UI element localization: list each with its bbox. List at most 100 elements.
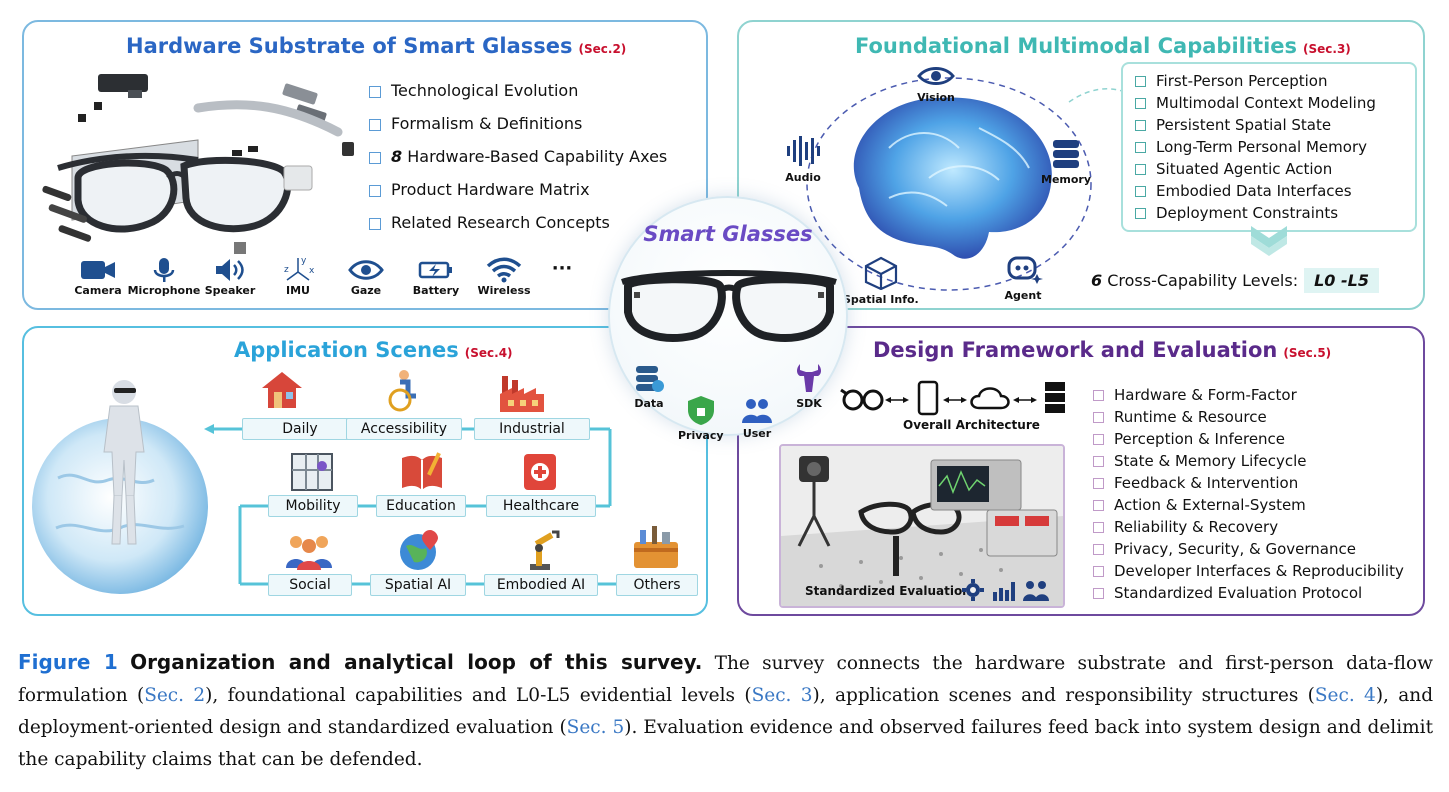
social-group-icon <box>286 536 332 570</box>
list-item: Hardware & Form-Factor <box>1093 384 1404 406</box>
imu-axes-icon: zyx <box>284 256 315 281</box>
factory-icon <box>500 376 544 412</box>
checkbox-icon <box>369 217 381 230</box>
figure-caption: Figure 1 Organization and analytical loo… <box>18 650 1434 770</box>
sensor-battery: Battery <box>396 256 476 297</box>
list-item: Formalism & Definitions <box>369 107 667 140</box>
shield-icon <box>687 396 714 425</box>
scene-daily: Daily <box>242 418 358 440</box>
checkbox-icon <box>1135 164 1146 175</box>
list-item: Developer Interfaces & Reproducibility <box>1093 560 1404 582</box>
hub-user: User <box>740 396 774 440</box>
data-storage-icon <box>636 366 664 392</box>
book-icon <box>402 452 442 490</box>
checkbox-icon <box>1135 186 1146 197</box>
wheelchair-icon <box>388 370 416 412</box>
foundational-title: Foundational Multimodal Capabilities(Sec… <box>855 34 1351 58</box>
ring-audio: Audio <box>783 134 823 184</box>
figure-label: Figure 1 <box>18 650 118 674</box>
robot-arm-icon <box>530 530 560 570</box>
checkbox-icon <box>1093 522 1104 533</box>
wifi-icon <box>486 257 522 283</box>
list-item: Multimodal Context Modeling <box>1135 92 1376 114</box>
ring-vision: Vision <box>916 64 956 104</box>
sensor-speaker: Speaker <box>190 256 270 297</box>
figure-title: Organization and analytical loop of this… <box>130 650 703 674</box>
ref-sec4[interactable]: Sec. 4 <box>1314 685 1376 706</box>
list-item: Product Hardware Matrix <box>369 173 667 206</box>
design-title: Design Framework and Evaluation(Sec.5) <box>873 338 1332 362</box>
audio-waveform-icon <box>787 136 820 166</box>
smart-glasses-hub: Smart Glasses Data Privacy User SDK <box>608 196 848 442</box>
list-item: Reliability & Recovery <box>1093 516 1404 538</box>
ref-sec2[interactable]: Sec. 2 <box>144 685 206 706</box>
wrench-sdk-icon <box>797 364 821 392</box>
foundational-capability-list: First-Person Perception Multimodal Conte… <box>1135 70 1376 224</box>
foundational-capability-box: First-Person Perception Multimodal Conte… <box>1121 62 1417 232</box>
ref-sec5[interactable]: Sec. 5 <box>566 717 625 738</box>
design-sec-ref: (Sec.5) <box>1283 346 1332 360</box>
design-panel: Design Framework and Evaluation(Sec.5) O… <box>737 326 1425 616</box>
architecture-diagram <box>840 380 1065 416</box>
architecture-label: Overall Architecture <box>903 418 1040 432</box>
hardware-panel: Hardware Substrate of Smart Glasses(Sec.… <box>22 20 708 310</box>
scene-others: Others <box>616 574 698 596</box>
map-icon <box>291 453 333 491</box>
list-item: Embodied Data Interfaces <box>1135 180 1376 202</box>
hub-privacy: Privacy <box>678 394 724 442</box>
checkbox-icon <box>1093 588 1104 599</box>
checkbox-icon <box>1135 98 1146 109</box>
sensor-gaze: Gaze <box>326 256 406 297</box>
scene-spatial-ai: Spatial AI <box>370 574 466 596</box>
list-item: Feedback & Intervention <box>1093 472 1404 494</box>
evaluation-setup-box: Standardized Evaluation <box>779 444 1065 608</box>
battery-icon <box>418 261 452 279</box>
settings-gear-icon <box>962 579 984 601</box>
list-item: State & Memory Lifecycle <box>1093 450 1404 472</box>
application-sec-ref: (Sec.4) <box>464 346 513 360</box>
foundational-sec-ref: (Sec.3) <box>1303 42 1351 56</box>
sensor-camera: Camera <box>58 256 138 297</box>
scene-flow-connectors <box>204 424 624 586</box>
checkbox-icon <box>1093 544 1104 555</box>
speaker-icon <box>216 259 244 281</box>
checkbox-icon <box>1135 76 1146 87</box>
imu-axis-z: z <box>284 265 289 275</box>
sensor-wireless: Wireless <box>464 256 544 297</box>
users-group-icon <box>1023 581 1049 601</box>
list-item: Deployment Constraints <box>1135 202 1376 224</box>
chevron-down-icon <box>1251 226 1287 256</box>
evaluation-lab-image <box>781 446 1063 606</box>
cube-icon <box>864 256 897 291</box>
ring-memory: Memory <box>1041 138 1091 186</box>
checkbox-icon <box>1093 390 1104 401</box>
ring-agent: Agent <box>1003 252 1043 302</box>
checkbox-icon <box>369 151 381 164</box>
list-item: Standardized Evaluation Protocol <box>1093 582 1404 604</box>
hub-sdk: SDK <box>792 362 826 410</box>
microphone-icon <box>153 258 175 282</box>
evaluation-label: Standardized Evaluation <box>805 584 971 598</box>
user-group-icon <box>742 399 772 423</box>
ref-sec3[interactable]: Sec. 3 <box>751 685 813 706</box>
scene-accessibility: Accessibility <box>346 418 462 440</box>
hub-data: Data <box>632 364 666 410</box>
list-item: Technological Evolution <box>369 74 667 107</box>
exploded-glasses-image <box>42 74 354 254</box>
hardware-topic-list: Technological Evolution Formalism & Defi… <box>369 74 667 239</box>
imu-axis-x: x <box>309 266 315 276</box>
globe-human-image <box>32 380 208 594</box>
checkbox-icon <box>1135 120 1146 131</box>
ring-spatial: Spatial Info. <box>843 256 919 306</box>
checkbox-icon <box>1093 566 1104 577</box>
scene-education: Education <box>376 495 466 517</box>
scene-healthcare: Healthcare <box>486 495 596 517</box>
toolbox-icon <box>634 526 678 568</box>
list-item: Related Research Concepts <box>369 206 667 239</box>
foundational-panel: Foundational Multimodal Capabilities(Sec… <box>737 20 1425 310</box>
scene-embodied-ai: Embodied AI <box>484 574 598 596</box>
levels-tag: L0 -L5 <box>1304 268 1379 293</box>
scene-mobility: Mobility <box>268 495 358 517</box>
